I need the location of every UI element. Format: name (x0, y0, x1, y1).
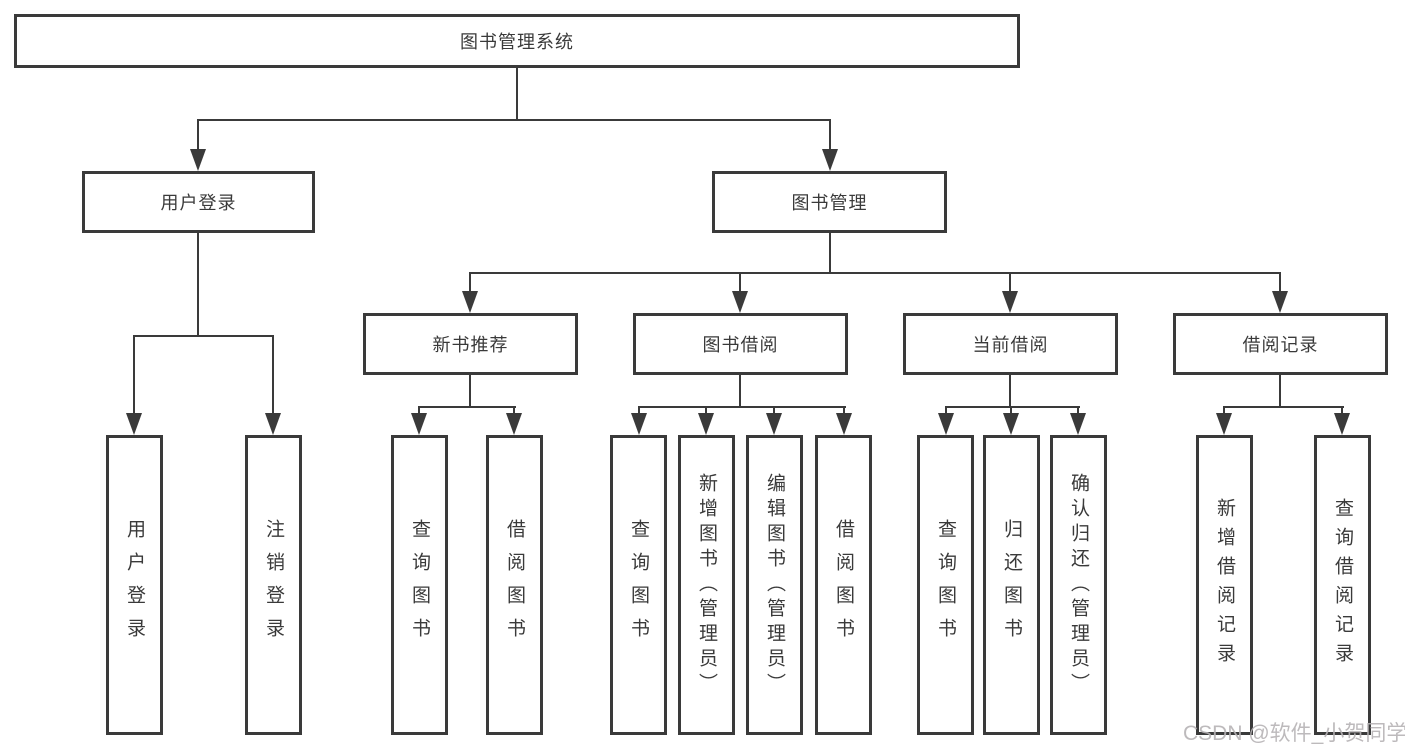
edge-drop (843, 406, 845, 415)
node-library-management-system: 图书管理系统 (14, 14, 1020, 68)
edge-current-borrow-trunk (1009, 375, 1011, 408)
node-new-book-recommend: 新书推荐 (363, 313, 578, 375)
arrow-down-icon (506, 413, 522, 435)
node-current-borrow: 当前借阅 (903, 313, 1118, 375)
arrow-down-icon (1272, 291, 1288, 313)
csdn-watermark: CSDN @软件_小贺同学 (1183, 722, 1405, 745)
leaf-query-borrow-record: 查询借阅记录 (1314, 435, 1371, 735)
arrow-down-icon (732, 291, 748, 313)
arrow-down-icon (836, 413, 852, 435)
edge-drop-book-borrow (739, 272, 741, 292)
leaf-return-books: 归还图书 (983, 435, 1040, 735)
edge-drop (1010, 406, 1012, 415)
edge-drop (1341, 406, 1343, 415)
leaf-borrow-books: 借阅图书 (815, 435, 872, 735)
arrow-down-icon (411, 413, 427, 435)
edge-borrow-records-bus (1223, 406, 1344, 408)
edge-drop-borrow-records (1279, 272, 1281, 292)
edge-drop (1223, 406, 1225, 415)
edge-borrow-records-trunk (1279, 375, 1281, 408)
edge-drop (1077, 406, 1079, 415)
arrow-down-icon (938, 413, 954, 435)
arrow-down-icon (698, 413, 714, 435)
leaf-query-books-current: 查询图书 (917, 435, 974, 735)
arrow-down-icon (1334, 413, 1350, 435)
edge-user-login-bus (133, 335, 274, 337)
arrow-down-icon (766, 413, 782, 435)
edge-drop-leaf-logout (272, 335, 274, 414)
leaf-add-books-admin: 新增图书（管理员） (678, 435, 735, 735)
arrow-down-icon (631, 413, 647, 435)
arrow-down-icon (126, 413, 142, 435)
leaf-query-books-recommend: 查询图书 (391, 435, 448, 735)
edge-root-bus (197, 119, 831, 121)
arrow-down-icon (822, 149, 838, 171)
edge-drop-book-management (829, 119, 831, 150)
node-book-management: 图书管理 (712, 171, 947, 233)
node-book-borrow: 图书借阅 (633, 313, 848, 375)
leaf-confirm-return-admin: 确认归还（管理员） (1050, 435, 1107, 735)
edge-new-book-bus (418, 406, 516, 408)
edge-user-login-trunk (197, 233, 199, 337)
arrow-down-icon (265, 413, 281, 435)
node-user-login: 用户登录 (82, 171, 315, 233)
arrow-down-icon (1002, 291, 1018, 313)
leaf-edit-books-admin: 编辑图书（管理员） (746, 435, 803, 735)
edge-book-management-trunk (829, 233, 831, 274)
edge-book-borrow-bus (638, 406, 846, 408)
node-borrow-records: 借阅记录 (1173, 313, 1388, 375)
edge-drop (418, 406, 420, 415)
arrow-down-icon (190, 149, 206, 171)
edge-drop-new-book (469, 272, 471, 292)
edge-drop-current-borrow (1009, 272, 1011, 292)
leaf-add-borrow-record: 新增借阅记录 (1196, 435, 1253, 735)
edge-drop (945, 406, 947, 415)
leaf-query-books-borrow: 查询图书 (610, 435, 667, 735)
edge-drop-user-login (197, 119, 199, 150)
edge-book-management-bus (469, 272, 1281, 274)
leaf-logout: 注销登录 (245, 435, 302, 735)
arrow-down-icon (1216, 413, 1232, 435)
edge-drop-leaf-user-login (133, 335, 135, 414)
edge-new-book-trunk (469, 375, 471, 408)
leaf-user-login: 用户登录 (106, 435, 163, 735)
arrow-down-icon (1003, 413, 1019, 435)
edge-drop (513, 406, 515, 415)
arrow-down-icon (462, 291, 478, 313)
edge-drop (705, 406, 707, 415)
arrow-down-icon (1070, 413, 1086, 435)
edge-drop (773, 406, 775, 415)
edge-drop (638, 406, 640, 415)
edge-book-borrow-trunk (739, 375, 741, 408)
leaf-borrow-books-recommend: 借阅图书 (486, 435, 543, 735)
edge-current-borrow-bus (945, 406, 1080, 408)
edge-root-trunk (516, 68, 518, 120)
